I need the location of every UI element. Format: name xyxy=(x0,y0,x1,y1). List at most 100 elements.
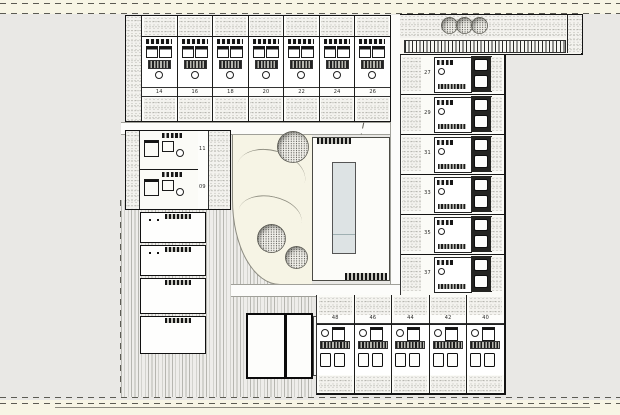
unit-floorplan xyxy=(213,36,248,88)
unit-plan: 20 xyxy=(248,16,285,121)
planting-strip xyxy=(208,131,230,209)
rooflight-glyph xyxy=(165,318,191,323)
tree-icon xyxy=(285,246,308,269)
room-glyph xyxy=(372,46,386,58)
table-glyph xyxy=(297,71,306,79)
planting-strip xyxy=(402,217,421,251)
rooflight-glyph xyxy=(165,214,191,219)
room-glyph xyxy=(217,46,230,58)
room-glyph xyxy=(230,46,244,58)
planting-strip xyxy=(468,375,503,392)
planting-strip xyxy=(318,296,353,315)
tree-icon xyxy=(277,131,309,163)
unit-floorplan xyxy=(392,323,429,375)
paving-band xyxy=(345,273,387,280)
table-glyph xyxy=(321,328,329,337)
unit-floorplan xyxy=(355,36,391,88)
planting-strip xyxy=(179,98,211,120)
planter-box xyxy=(474,275,488,288)
garden-court xyxy=(471,176,492,212)
planter-box xyxy=(474,59,488,71)
unit-plan: 18 xyxy=(213,16,249,121)
room-glyph xyxy=(162,141,174,152)
unit-label-band: 24 xyxy=(319,88,355,97)
unit-number: 33 xyxy=(424,190,431,196)
planting-strip xyxy=(491,97,502,131)
planter-box xyxy=(474,115,488,128)
planter-box xyxy=(474,195,488,208)
planter-box xyxy=(474,259,488,271)
unit-number: 31 xyxy=(424,150,431,156)
room-glyph xyxy=(301,46,315,58)
garden-court xyxy=(471,256,492,292)
table-glyph xyxy=(438,148,445,155)
site-boundary-dashed xyxy=(120,200,121,397)
planting-strip xyxy=(285,98,318,120)
unit-plan: 24 xyxy=(319,16,356,121)
planting-strip xyxy=(143,17,176,36)
unit-floorplan xyxy=(434,177,472,213)
table-glyph xyxy=(368,71,377,79)
room-glyph xyxy=(144,179,159,196)
unit-floorplan xyxy=(434,257,472,293)
planting-strip xyxy=(393,296,428,315)
property-line xyxy=(0,397,620,398)
unit-floorplan xyxy=(177,36,213,88)
garden-box xyxy=(320,352,331,367)
table-glyph xyxy=(261,71,270,79)
roof-slab xyxy=(140,316,206,354)
planting-strip xyxy=(491,137,502,171)
unit-number: 27 xyxy=(424,70,431,76)
unit-floorplan xyxy=(248,36,284,88)
unit-plan: 44 xyxy=(392,295,430,393)
planting-strip xyxy=(402,137,421,171)
table-glyph xyxy=(438,108,445,115)
unit-plan: 22 xyxy=(284,16,320,121)
unit-label-band: 42 xyxy=(429,314,467,324)
garden-box xyxy=(334,352,345,367)
table-glyph xyxy=(176,149,184,157)
unit-number: 16 xyxy=(191,88,199,95)
unit-number: 48 xyxy=(331,315,339,321)
room-glyph xyxy=(288,46,301,58)
planting-strip xyxy=(402,177,421,211)
garden-box xyxy=(446,352,458,367)
planting-strip xyxy=(318,375,353,392)
table-glyph xyxy=(438,228,445,235)
planting-strip xyxy=(356,17,389,36)
unit-number: 46 xyxy=(369,315,377,321)
unit-floorplan xyxy=(142,36,177,88)
unit-floorplan xyxy=(434,217,472,253)
planter-box xyxy=(474,219,488,231)
property-line xyxy=(0,403,620,404)
unit-number: 35 xyxy=(424,230,431,236)
unit-number: 29 xyxy=(424,110,431,116)
paving-band xyxy=(317,138,351,144)
unit-number: 37 xyxy=(424,270,431,276)
top-row-units: 14 16 18 20 xyxy=(142,16,391,121)
garden-box xyxy=(470,352,482,367)
swimming-pool xyxy=(332,162,356,254)
tree-icon xyxy=(456,17,473,34)
planting-strip xyxy=(402,97,421,131)
roof-slab xyxy=(140,278,206,314)
unit-number: 26 xyxy=(369,88,377,95)
vent-dot xyxy=(157,219,159,221)
room-glyph xyxy=(194,46,208,58)
tree-icon xyxy=(441,17,458,34)
property-line xyxy=(0,3,620,4)
planting-strip xyxy=(491,217,502,251)
unit-floorplan xyxy=(429,323,467,375)
unit-number: 20 xyxy=(262,88,270,95)
unit-plan: 26 xyxy=(355,16,391,121)
property-line xyxy=(0,13,620,14)
unit-floorplan xyxy=(140,170,198,208)
roof-slab xyxy=(140,212,206,243)
rooflight-glyph xyxy=(165,280,191,285)
table-glyph xyxy=(396,328,405,337)
garden-box xyxy=(484,352,496,367)
tree-icon xyxy=(257,224,286,253)
planting-strip xyxy=(250,17,282,36)
street-line xyxy=(55,407,590,408)
